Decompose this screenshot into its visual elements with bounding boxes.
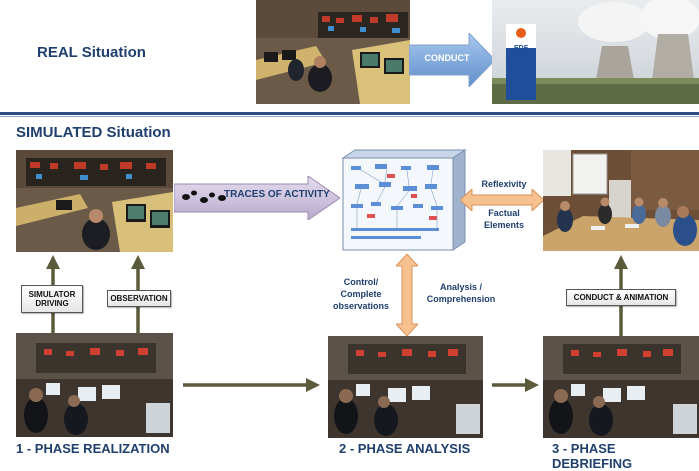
edf-logo: EDF: [514, 45, 528, 52]
simulator-room-photo: [16, 150, 173, 252]
real-situation-title: REAL Situation: [37, 44, 146, 61]
conduct-label: CONDUCT: [424, 53, 470, 63]
observation-label: OBSERVATION: [107, 290, 171, 307]
phase-realization-title: 1 - PHASE REALIZATION: [16, 441, 170, 456]
factual-elements-label: Factual Elements: [483, 208, 525, 231]
power-plant-photo: [492, 0, 699, 104]
reflexivity-label: Reflexivity: [481, 179, 527, 189]
analysis-software-cube: [341, 148, 469, 254]
conduct-arrow: [409, 33, 495, 87]
real-control-room-photo: [256, 0, 410, 104]
conduct-animation-label: CONDUCT & ANIMATION: [566, 289, 676, 306]
reflexivity-double-arrow: [460, 189, 544, 211]
analysis-double-arrow: [396, 254, 418, 336]
phase-debriefing-title: 3 - PHASE DEBRIEFING: [552, 441, 633, 471]
analysis-comprehension-label: Analysis / Comprehension: [426, 282, 496, 305]
simulator-driving-label: SIMULATOR DRIVING: [21, 285, 83, 313]
phase-analysis-title: 2 - PHASE ANALYSIS: [339, 441, 471, 456]
section-divider-thin: [0, 116, 699, 117]
debriefing-control-room-photo: [543, 336, 699, 438]
section-divider: [0, 112, 699, 115]
traces-of-activity-arrow: [174, 176, 340, 220]
realization-control-room-photo: [16, 333, 173, 437]
control-complete-observations-label: Control/ Complete observations: [332, 277, 390, 312]
traces-of-activity-label: TRACES OF ACTIVITY: [224, 189, 330, 200]
flow-arrows: [46, 255, 628, 392]
simulated-situation-title: SIMULATED Situation: [16, 124, 171, 141]
debriefing-meeting-photo: [543, 150, 699, 251]
analysis-control-room-photo: [328, 336, 483, 438]
